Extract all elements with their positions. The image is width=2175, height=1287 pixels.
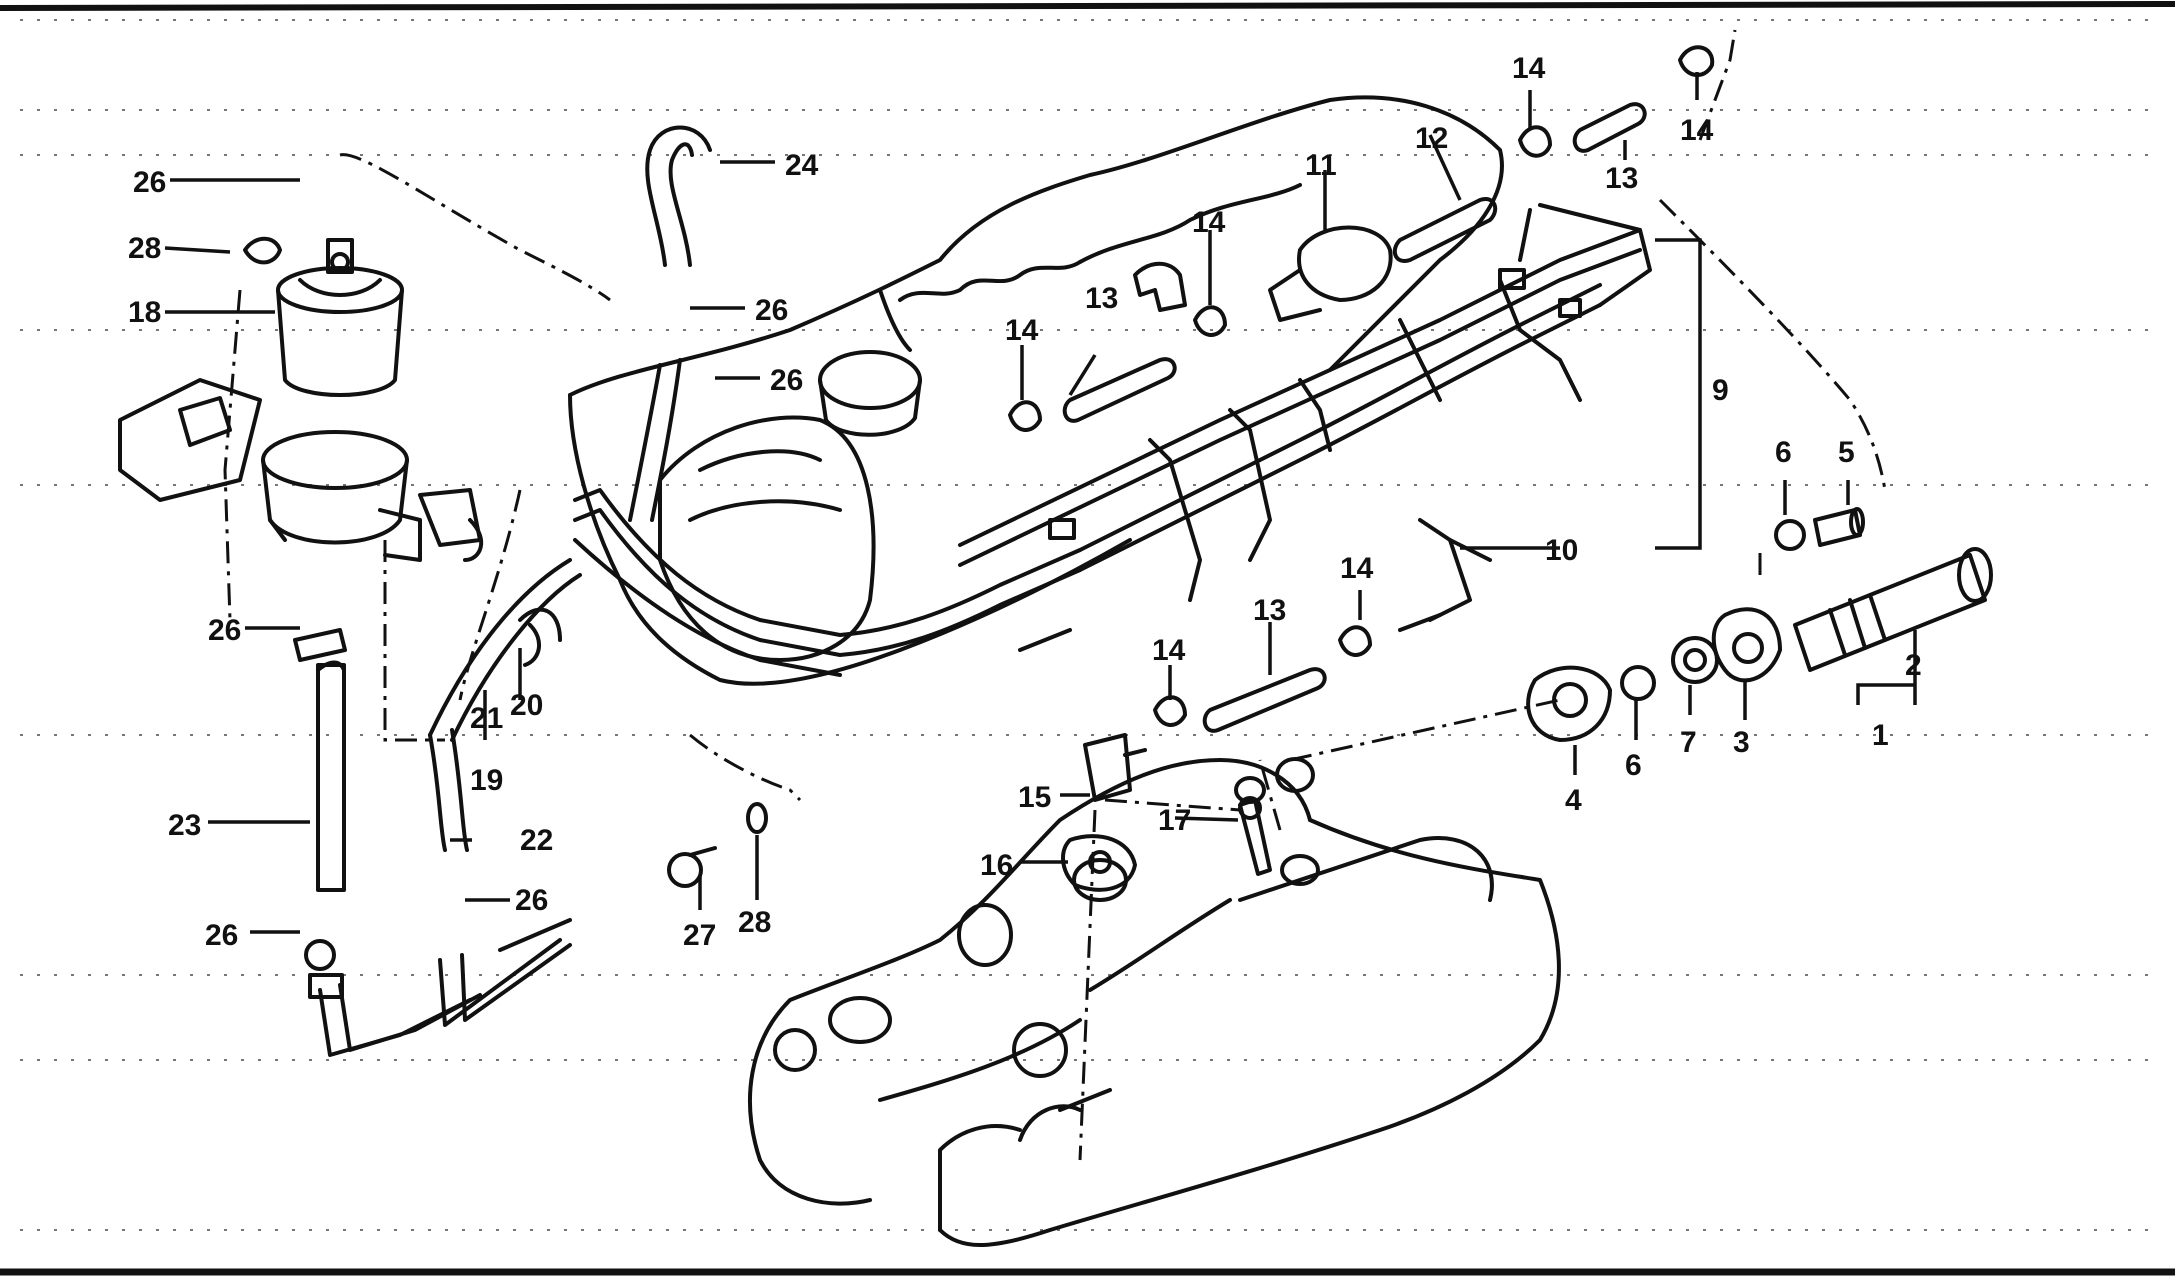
callout-14: 14 [1512,52,1546,85]
callout-5: 5 [1838,436,1855,469]
callout-26: 26 [205,919,238,952]
callout-1: 1 [1872,719,1889,752]
callout-13: 13 [1605,162,1638,195]
callout-14: 14 [1005,314,1039,347]
callout-19: 19 [470,764,503,797]
callout-14: 14 [1340,552,1374,585]
callout-23: 23 [168,809,201,842]
callout-14: 14 [1152,634,1186,667]
callout-28: 28 [738,906,771,939]
intake-manifold-upper [568,95,1504,686]
intake-manifold-lower [748,757,1561,1247]
callout-21: 21 [470,702,503,735]
callout-14: 14 [1680,114,1714,147]
callout-3: 3 [1733,726,1750,759]
callout-13: 13 [1253,594,1286,627]
pressure-regulator-parts [1526,507,1993,742]
callout-27: 27 [683,919,716,952]
callout-18: 18 [128,296,161,329]
hoses-and-valves [243,45,1715,892]
callout-labels: 26 28 18 24 26 26 14 14 12 13 11 14 13 1… [128,52,1922,952]
fuel-filter-assembly [118,125,712,1057]
callout-26: 26 [208,614,241,647]
callout-24: 24 [785,149,819,182]
callout-4: 4 [1565,784,1582,817]
assembly-lines [223,29,1887,1161]
callout-9: 9 [1712,374,1729,407]
callout-7: 7 [1680,726,1697,759]
callout-13: 13 [1085,282,1118,315]
callout-26: 26 [515,884,548,917]
callout-28: 28 [128,232,161,265]
callout-26: 26 [770,364,803,397]
callout-15: 15 [1018,781,1051,814]
callout-2: 2 [1905,649,1922,682]
callout-12: 12 [1415,122,1448,155]
callout-11: 11 [1305,149,1337,182]
leader-lines [164,72,1917,934]
callout-14: 14 [1192,206,1226,239]
callout-16: 16 [980,849,1013,882]
callout-20: 20 [510,689,543,722]
callout-6: 6 [1775,436,1792,469]
callout-17: 17 [1158,804,1191,837]
callout-6: 6 [1625,749,1642,782]
scan-noise [20,19,2150,1231]
fuel-pipe-assembly [573,203,1652,677]
callout-22: 22 [520,824,553,857]
callout-26: 26 [133,166,166,199]
callout-26: 26 [755,294,788,327]
callout-10: 10 [1545,534,1578,567]
